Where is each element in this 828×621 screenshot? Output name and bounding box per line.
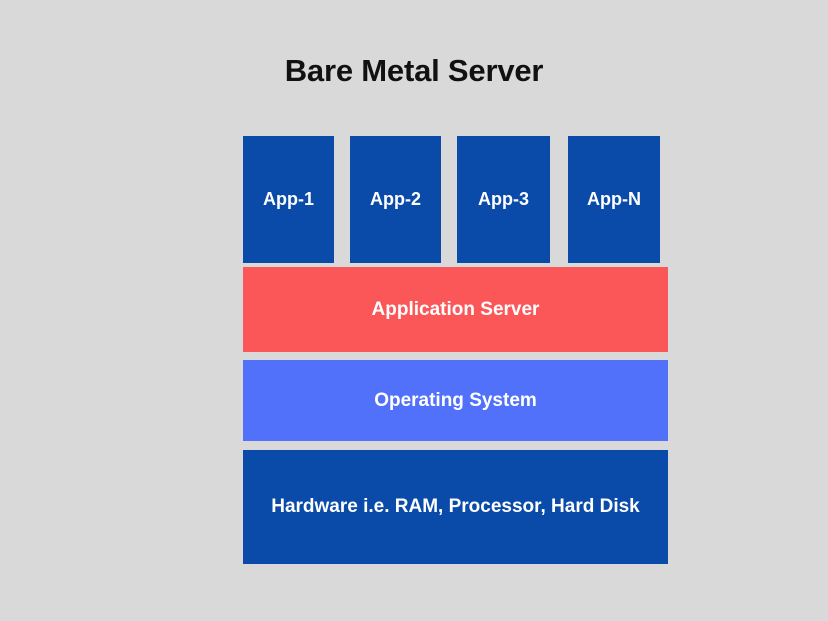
layer-label: Operating System [374,389,537,411]
app-box-n: App-N [568,136,660,263]
app-box-3: App-3 [457,136,550,263]
page-title: Bare Metal Server [284,53,544,88]
app-box-1: App-1 [243,136,334,263]
layer-label: Hardware i.e. RAM, Processor, Hard Disk [271,496,640,517]
layer-label: Application Server [371,298,540,320]
app-box-label: App-2 [370,189,421,209]
app-box-label: App-N [587,189,641,209]
app-box-label: App-1 [263,189,314,209]
layer-hardware: Hardware i.e. RAM, Processor, Hard Disk [243,450,668,564]
layer-operating-system: Operating System [243,360,668,441]
app-box-label: App-3 [478,189,529,209]
layer-application-server: Application Server [243,267,668,352]
app-box-2: App-2 [350,136,441,263]
